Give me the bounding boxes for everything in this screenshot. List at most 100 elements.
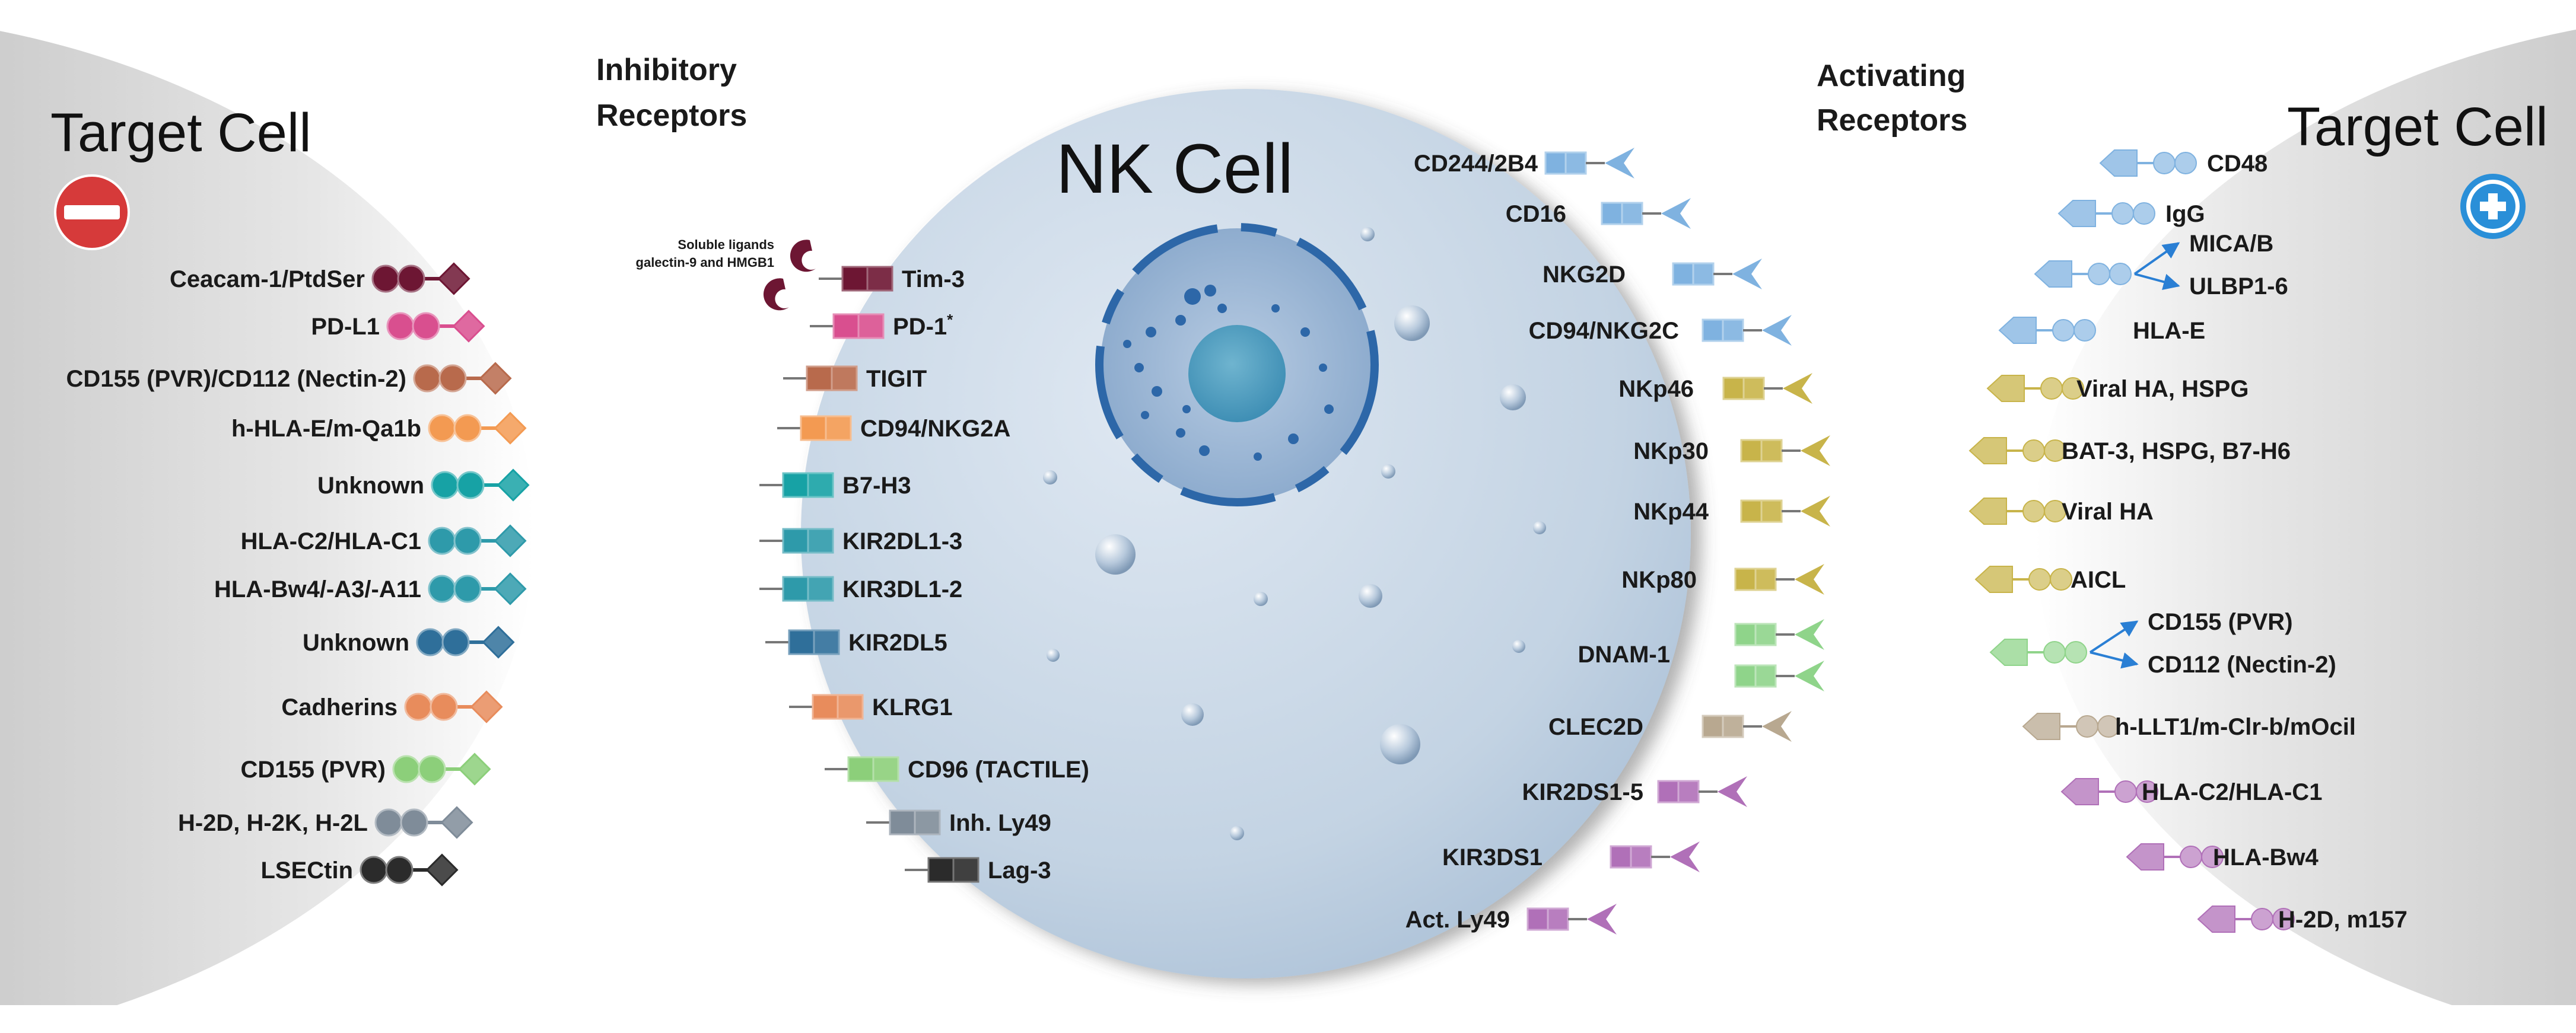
activating-ligand-label: AICL [2071,567,2126,593]
inhibitory-ligand-glyph [413,362,512,395]
activating-pair: KIR3DS1 HLA-Bw4 [1442,841,2319,872]
inhibitory-receptor-label: KIR2DL5 [848,630,947,656]
activating-receptor-label: DNAM-1 [1578,642,1670,668]
activating-ligand-label: HLA-C2/HLA-C1 [2142,779,2322,805]
activating-ligand-label: MICA/B [2189,231,2273,257]
nk-nucleus [1095,223,1379,506]
inhibitory-receptor-glyph [752,527,834,555]
activating-ligand-label: Viral HA [2062,499,2154,525]
inhibitory-ligand-label: CD155 (PVR)/CD112 (Nectin-2) [66,366,407,392]
activating-ligand-label: BAT-3, HSPG, B7-H6 [2062,438,2291,464]
receptor-footnote-mark: * [947,311,953,329]
activating-ligand-glyph [2022,713,2120,740]
activating-pair: NKp80 AICL [1621,564,2126,595]
inhibition-minus-icon [54,174,130,250]
inhibitory-receptor-glyph [803,312,885,340]
activating-ligand-label: HLA-E [2133,318,2205,344]
activating-receptor-glyph [1734,564,1824,595]
inhibitory-receptor-label: B7-H3 [842,473,911,499]
activating-receptor-glyph [1702,711,1792,742]
inhibitory-ligand-label: Unknown [317,473,424,499]
activating-ligand-label: IgG [2165,201,2205,227]
activating-ligand-label: Viral HA, HSPG [2076,376,2249,402]
activating-receptor-label: CLEC2D [1548,714,1643,740]
inhibitory-receptor-label: KIR2DL1-3 [842,528,962,554]
inhibitory-receptor-label: TIGIT [866,366,927,392]
inhibitory-receptor-glyph [752,575,834,603]
inhibitory-pair: PD-L1 PD-1* [311,310,953,343]
activating-pair: NKp46 Viral HA, HSPG [1618,373,2249,404]
soluble-ligands-note: Soluble ligands galectin-9 and HMGB1 [636,237,816,311]
inhibitory-title-line2: Receptors [596,98,747,133]
inhibitory-pair: Unknown KIR2DL5 [303,626,947,659]
soluble-note-line1: Soluble ligands [678,237,774,252]
inhibitory-ligand-label: LSECtin [260,857,353,884]
activating-pair: NKp30 BAT-3, HSPG, B7-H6 [1633,435,2291,466]
inhibitory-receptor-glyph [859,808,941,837]
inhibitory-receptor-label: PD-1* [893,311,953,340]
inhibitory-ligand-label: h-HLA-E/m-Qa1b [231,416,421,442]
inhibitory-pair: CD155 (PVR)CD96 (TACTILE) [240,753,1089,786]
inhibitory-receptor-glyph [898,856,979,884]
inhibitory-pair: h-HLA-E/m-Qa1b CD94/NKG2A [231,412,1010,445]
activating-receptor-label: KIR2DS1-5 [1522,779,1643,805]
activating-ligand-glyph [1989,639,2087,666]
activating-ligand-label: HLA-Bw4 [2213,844,2319,871]
inhibitory-pair: CD155 (PVR)/CD112 (Nectin-2) TIGIT [66,362,927,395]
inhibitory-receptor-glyph [776,364,858,393]
activating-ligand-glyph [2057,200,2155,227]
inhibitory-receptor-glyph [818,755,899,783]
activating-receptor-label: NKp46 [1618,376,1694,402]
activating-receptor-label: NKp80 [1621,567,1697,593]
nk-cell [801,89,1691,978]
activating-ligand-glyph [2197,906,2295,933]
inhibitory-ligand-label: H-2D, H-2K, H-2L [178,810,368,836]
activating-ligand-glyph [1998,317,2096,344]
inhibitory-receptor-label: CD96 (TACTILE) [908,757,1089,783]
activating-receptor-label: CD16 [1506,201,1566,227]
ligand-arrow-icon [2090,651,2139,669]
activating-receptor-label: NKp44 [1633,499,1709,525]
inhibitory-ligand-glyph [428,412,527,445]
activating-ligand-glyph [2099,149,2197,177]
inhibitory-ligand-glyph [374,806,473,839]
activating-receptor-glyph [1740,435,1830,466]
inhibitory-receptor-label: Inh. Ly49 [949,810,1051,836]
activating-receptor-glyph [1702,315,1792,346]
inhibitory-ligand-label: Unknown [303,630,409,656]
inhibitory-ligand-glyph [392,753,491,786]
activating-pair: KIR2DS1-5 HLA-C2/HLA-C1 [1522,776,2322,807]
activating-receptor-glyph [1734,661,1824,691]
activating-receptor-label: NKG2D [1543,262,1626,288]
inhibitory-title-line1: Inhibitory [596,53,737,87]
inhibitory-ligand-label: HLA-C2/HLA-C1 [241,528,421,554]
inhibitory-ligand-glyph [404,690,503,723]
activating-ligand-label: H-2D, m157 [2278,907,2408,933]
activating-receptor-glyph [1722,373,1812,404]
inhibitory-ligand-glyph [386,310,485,343]
ligand-arrow-icon [2134,273,2180,290]
activating-ligand-label: CD48 [2207,151,2267,177]
activating-receptor-label: KIR3DS1 [1442,844,1543,871]
inhibitory-ligand-glyph [428,524,527,557]
inhibitory-receptor-glyph [770,414,852,442]
ligand-arrow-icon [2133,242,2180,275]
activating-receptor-label: NKp30 [1633,438,1709,464]
activating-ligand-glyph [1974,566,2072,593]
inhibitory-ligand-label: PD-L1 [311,314,380,340]
activating-ligand-glyph [2034,260,2132,288]
inhibitory-receptor-label: CD94/NKG2A [860,416,1010,442]
activating-receptor-glyph [1610,841,1700,872]
activating-receptor-glyph [1657,776,1747,807]
inhibitory-ligand-glyph [416,626,515,659]
inhibitory-receptor-glyph [782,693,864,721]
left-target-title: Target Cell [50,103,311,163]
